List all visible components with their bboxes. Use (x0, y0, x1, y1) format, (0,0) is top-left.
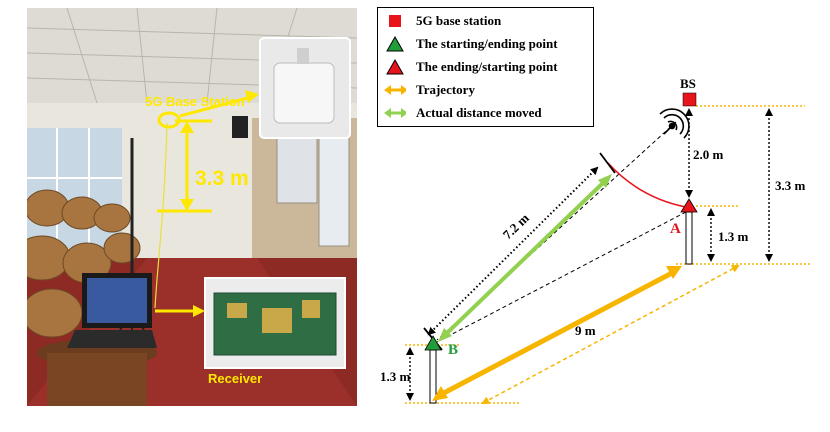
legend-label: The ending/starting point (416, 59, 558, 74)
actual-distance-arrow (438, 174, 612, 342)
legend-item-actual-distance: Actual distance moved (384, 103, 542, 123)
point-a-marker (680, 198, 698, 213)
label-trajectory-length: 9 m (575, 323, 596, 338)
red-square-icon (384, 13, 406, 29)
legend-item-end-point: The ending/starting point (384, 57, 558, 77)
pole-b (429, 349, 437, 404)
legend-label: The starting/ending point (416, 36, 558, 51)
legend-label: 5G base station (416, 13, 502, 28)
legend-item-base-station: 5G base station (384, 11, 501, 31)
distance-arc (607, 162, 687, 208)
label-height-b: 1.3 m (380, 369, 411, 384)
label-point-a: A (670, 221, 681, 237)
legend-item-start-point: The starting/ending point (384, 34, 558, 54)
label-height-bs: 3.3 m (775, 178, 806, 193)
green-triangle-icon (384, 36, 406, 52)
legend-label: Trajectory (416, 82, 475, 97)
reference-lines (405, 105, 810, 404)
point-b-marker (424, 335, 442, 351)
label-5g-base-station: 5G Base Station (145, 94, 245, 109)
geometry-diagram: BS 2.0 m 3.3 m 1.3 m 1.3 m 7.2 m (380, 76, 810, 404)
legend-item-trajectory: Trajectory (384, 80, 475, 100)
label-bs: BS (680, 76, 696, 91)
label-dist-bs-a: 2.0 m (693, 147, 724, 162)
green-double-arrow-icon (384, 105, 406, 121)
label-height-a: 1.3 m (718, 229, 749, 244)
yellow-double-arrow-icon (384, 82, 406, 98)
legend-label: Actual distance moved (416, 105, 542, 120)
base-station-marker (682, 92, 697, 107)
trajectory-arrow (432, 266, 682, 401)
label-mast-height: 3.3 m (195, 167, 249, 190)
label-diagonal-distance: 7.2 m (500, 210, 532, 242)
label-receiver: Receiver (208, 371, 263, 386)
pole-a (685, 211, 693, 265)
label-point-b: B (448, 342, 458, 358)
photo-scene (27, 8, 357, 406)
red-triangle-icon (384, 59, 406, 75)
experiment-photo: 5G Base Station 3.3 m Receiver (27, 8, 357, 406)
legend: 5G base station The starting/ending poin… (377, 7, 594, 127)
